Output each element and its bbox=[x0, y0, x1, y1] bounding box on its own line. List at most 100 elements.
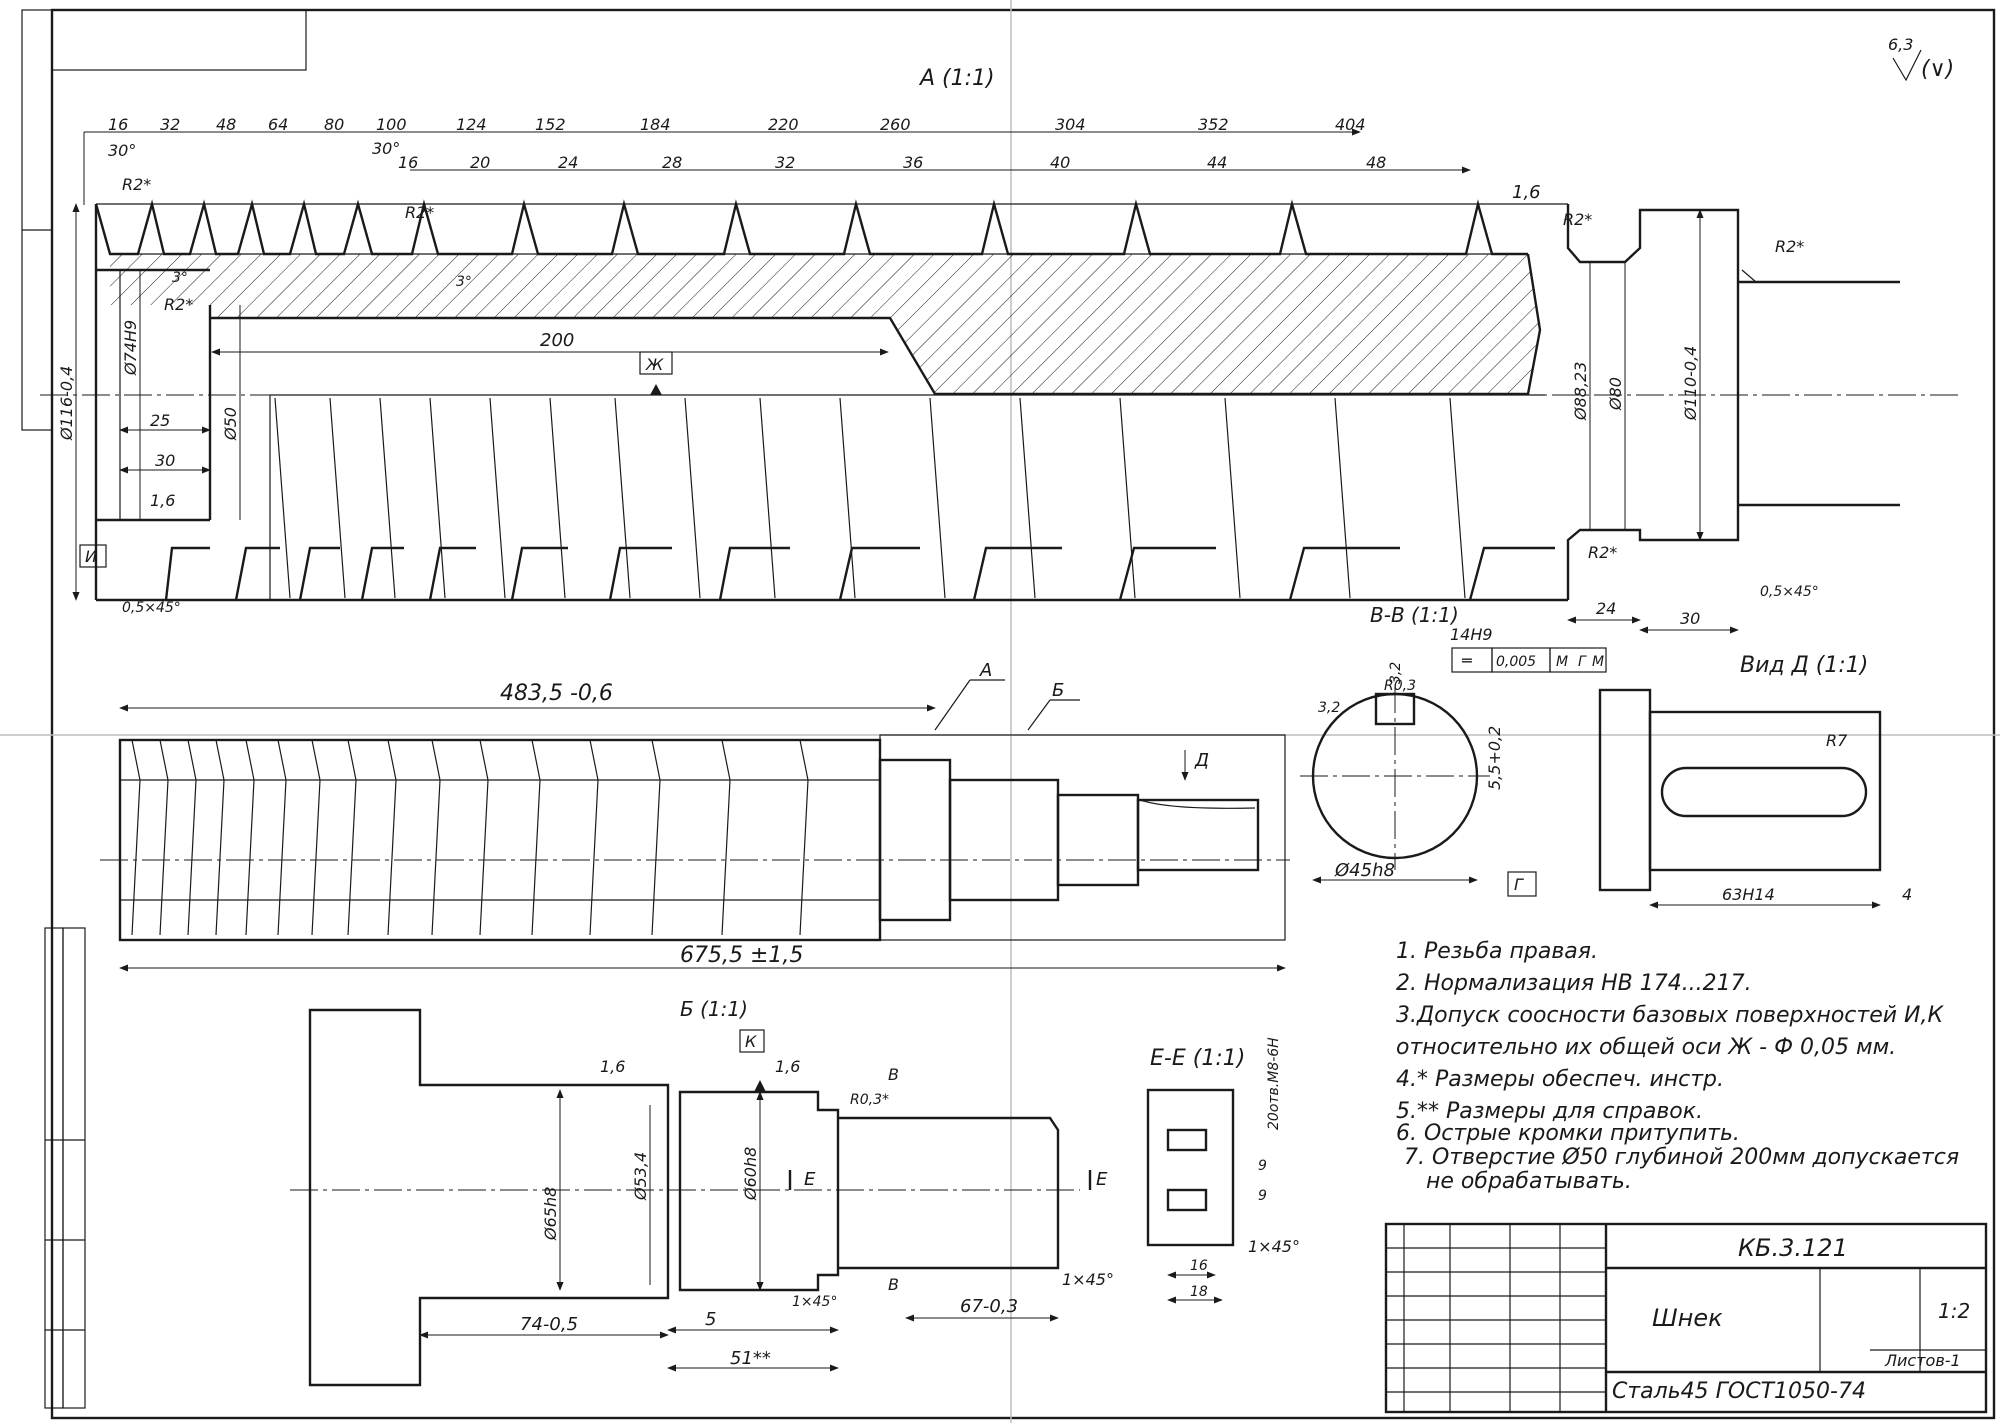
svg-text:1,6: 1,6 bbox=[600, 1057, 625, 1076]
svg-text:1,6: 1,6 bbox=[775, 1057, 800, 1076]
svg-text:Ø116-0,4: Ø116-0,4 bbox=[57, 366, 76, 441]
svg-text:67-0,3: 67-0,3 bbox=[960, 1296, 1018, 1317]
svg-text:В: В bbox=[888, 1065, 899, 1084]
drawing-scale: 1:2 bbox=[1938, 1299, 1970, 1323]
svg-text:И: И bbox=[85, 547, 97, 566]
svg-text:R2*: R2* bbox=[1775, 237, 1804, 256]
view-d-title: Вид Д (1:1) bbox=[1740, 653, 1868, 678]
svg-text:Г: Г bbox=[1578, 654, 1587, 670]
svg-text:Г: Г bbox=[1514, 875, 1524, 894]
svg-text:R7: R7 bbox=[1826, 731, 1848, 750]
svg-text:3,2: 3,2 bbox=[1388, 662, 1404, 684]
svg-text:R2*: R2* bbox=[1588, 543, 1617, 562]
svg-text:483,5 -0,6: 483,5 -0,6 bbox=[500, 681, 613, 706]
section-hatch bbox=[110, 254, 1540, 394]
svg-text:200: 200 bbox=[540, 330, 574, 351]
svg-text:44: 44 bbox=[1207, 153, 1227, 172]
svg-text:5: 5 bbox=[705, 1309, 716, 1330]
svg-text:20: 20 bbox=[470, 153, 490, 172]
svg-text:Ø65h8: Ø65h8 bbox=[541, 1187, 560, 1241]
svg-text:74-0,5: 74-0,5 bbox=[520, 1314, 578, 1335]
svg-text:3,2: 3,2 bbox=[1318, 700, 1340, 716]
document-code: КБ.3.121 bbox=[1738, 1234, 1848, 1262]
svg-text:Ø53,4: Ø53,4 bbox=[631, 1152, 650, 1201]
svg-text:16: 16 bbox=[1190, 1258, 1208, 1274]
svg-text:Е: Е bbox=[1096, 1169, 1108, 1190]
svg-text:260: 260 bbox=[880, 115, 911, 134]
svg-text:R2*: R2* bbox=[405, 203, 434, 222]
svg-text:6,3: 6,3 bbox=[1888, 35, 1913, 54]
view-d: Вид Д (1:1) R7 63H14 4 bbox=[1598, 653, 1912, 909]
main-view: 483,5 -0,6 675,5 ±1,5 А Б Д bbox=[100, 660, 1290, 972]
svg-text:36: 36 bbox=[903, 153, 923, 172]
svg-text:3°: 3° bbox=[456, 274, 472, 290]
svg-text:В: В bbox=[888, 1275, 899, 1294]
thread-profile-top bbox=[94, 199, 1528, 256]
svg-text:0,005: 0,005 bbox=[1496, 654, 1536, 670]
svg-text:1,6: 1,6 bbox=[1512, 182, 1541, 203]
svg-text:5.** Размеры для справок.: 5.** Размеры для справок. bbox=[1396, 1099, 1703, 1124]
svg-text:30: 30 bbox=[1680, 609, 1700, 628]
svg-text:7. Отверстие Ø50 глубиной 200м: 7. Отверстие Ø50 глубиной 200мм допускае… bbox=[1404, 1145, 1959, 1170]
svg-text:24: 24 bbox=[1596, 599, 1616, 618]
view-b: Б (1:1) Ø65h8 Ø53,4 Ø60h8 R0,3* 1,6 1,6 … bbox=[290, 997, 1114, 1387]
svg-text:М: М bbox=[1592, 654, 1604, 670]
svg-text:1×45°: 1×45° bbox=[1062, 1270, 1114, 1289]
material: Сталь45 ГОСТ1050-74 bbox=[1612, 1379, 1866, 1404]
svg-text:51**: 51** bbox=[730, 1348, 771, 1369]
svg-text:═: ═ bbox=[1461, 651, 1472, 670]
svg-text:404: 404 bbox=[1335, 115, 1366, 134]
svg-text:1×45°: 1×45° bbox=[1248, 1237, 1300, 1256]
svg-text:40: 40 bbox=[1050, 153, 1070, 172]
helix-lines bbox=[274, 397, 1466, 599]
svg-text:9: 9 bbox=[1258, 1188, 1267, 1204]
svg-text:Д: Д bbox=[1194, 750, 1209, 771]
svg-text:R2*: R2* bbox=[122, 175, 151, 194]
section-ee-title: Е-Е (1:1) bbox=[1150, 1046, 1245, 1071]
svg-text:R0,3: R0,3 bbox=[1384, 678, 1416, 694]
svg-text:относительно их общей оси Ж -: относительно их общей оси Ж - Ф 0,05 мм. bbox=[1396, 1035, 1896, 1060]
svg-text:R2*: R2* bbox=[164, 295, 193, 314]
svg-text:Ø45h8: Ø45h8 bbox=[1334, 860, 1395, 881]
svg-text:3°: 3° bbox=[172, 270, 188, 286]
svg-text:Е: Е bbox=[804, 1169, 816, 1190]
svg-text:Ø80: Ø80 bbox=[1606, 377, 1625, 411]
section-vv-title: В-В (1:1) bbox=[1370, 603, 1459, 627]
svg-text:30°: 30° bbox=[372, 139, 400, 158]
svg-text:24: 24 bbox=[558, 153, 578, 172]
svg-text:0,5×45°: 0,5×45° bbox=[1760, 584, 1819, 600]
svg-text:32: 32 bbox=[775, 153, 795, 172]
svg-text:675,5 ±1,5: 675,5 ±1,5 bbox=[680, 943, 803, 968]
svg-text:352: 352 bbox=[1198, 115, 1229, 134]
svg-text:63H14: 63H14 bbox=[1722, 885, 1775, 904]
main-thread bbox=[131, 739, 809, 936]
svg-text:Ø60h8: Ø60h8 bbox=[741, 1147, 760, 1201]
part-name: Шнек bbox=[1652, 1304, 1723, 1332]
svg-text:304: 304 bbox=[1055, 115, 1086, 134]
svg-text:184: 184 bbox=[640, 115, 671, 134]
svg-text:А: А bbox=[979, 660, 992, 681]
svg-text:30°: 30° bbox=[108, 141, 136, 160]
svg-text:1×45°: 1×45° bbox=[792, 1294, 837, 1310]
svg-text:3.Допуск соосности базовых пов: 3.Допуск соосности базовых поверхностей … bbox=[1396, 1003, 1944, 1028]
section-vv: В-В (1:1) 14H9 ═ 0,005 М Г М R0,3 5,5+0,… bbox=[1300, 603, 1607, 897]
svg-text:16: 16 bbox=[108, 115, 128, 134]
svg-text:Ж: Ж bbox=[645, 355, 664, 374]
svg-text:Ø110-0,4: Ø110-0,4 bbox=[1681, 346, 1700, 421]
general-roughness: 6,3 (∨) bbox=[1888, 35, 1954, 82]
svg-text:0,5×45°: 0,5×45° bbox=[122, 600, 181, 616]
pitch-dims-top: 16 32 48 64 80 100 124 152 184 220 260 3… bbox=[83, 115, 1366, 205]
svg-text:Б: Б bbox=[1052, 680, 1064, 701]
svg-text:30: 30 bbox=[155, 451, 175, 470]
svg-text:25: 25 bbox=[150, 411, 170, 430]
svg-text:6. Острые кромки притупить.: 6. Острые кромки притупить. bbox=[1396, 1121, 1740, 1146]
svg-text:не обрабатывать.: не обрабатывать. bbox=[1426, 1169, 1632, 1194]
svg-text:28: 28 bbox=[662, 153, 682, 172]
svg-text:80: 80 bbox=[324, 115, 344, 134]
svg-text:18: 18 bbox=[1190, 1284, 1208, 1300]
svg-text:64: 64 bbox=[268, 115, 288, 134]
svg-text:152: 152 bbox=[535, 115, 566, 134]
svg-text:124: 124 bbox=[456, 115, 487, 134]
svg-text:14H9: 14H9 bbox=[1450, 625, 1493, 644]
